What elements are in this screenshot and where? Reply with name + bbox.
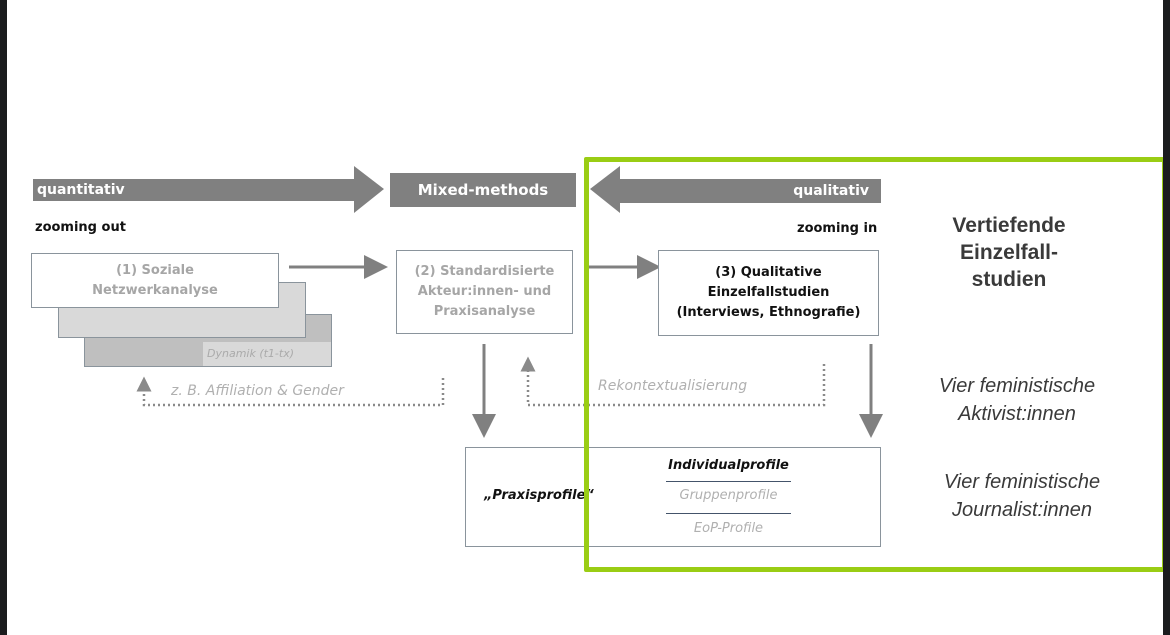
qualitativ-label: qualitativ — [793, 183, 869, 199]
group-journalists: Vier feministische Journalist:innen — [917, 468, 1127, 524]
stage2-line3: Praxisanalyse — [433, 304, 536, 319]
group-activists-line2: Aktivist:innen — [958, 403, 1076, 425]
dynamics-label: Dynamik (t1-tx) — [203, 342, 331, 366]
connectors-layer — [136, 166, 883, 438]
stage2-box: (2) Standardisierte Akteur:innen- und Pr… — [396, 250, 573, 334]
highlight-heading-line3: studien — [971, 268, 1047, 291]
group-activists: Vier feministische Aktivist:innen — [912, 372, 1122, 428]
profiles-title: „Praxisprofile“ — [484, 488, 594, 503]
group-journalists-line1: Vier feministische — [943, 471, 1101, 493]
stage1-subtitle: Netzwerkanalyse — [92, 282, 218, 298]
quantitativ-band: quantitativ — [33, 179, 355, 201]
quantitativ-arrow-head — [354, 166, 384, 213]
zooming-in-label: zooming in — [797, 221, 878, 236]
stage3-line3: (Interviews, Ethnografie) — [676, 305, 861, 320]
zooming-out-label: zooming out — [35, 220, 126, 235]
highlight-heading: Vertiefende Einzelfall- studien — [907, 212, 1111, 293]
profile-divider-2 — [666, 513, 791, 514]
highlight-heading-line1: Vertiefende — [952, 214, 1066, 237]
profile-item-eop: EoP-Profile — [693, 521, 764, 536]
qualitativ-arrow-head — [590, 166, 620, 213]
stage1-title: (1) Soziale — [116, 262, 194, 278]
feedback-right-label: Rekontextualisierung — [598, 378, 748, 394]
profile-item-group: Gruppenprofile — [679, 488, 778, 503]
group-activists-line1: Vier feministische — [938, 375, 1096, 397]
highlight-heading-line2: Einzelfall- — [959, 241, 1059, 264]
stage2-line2: Akteur:innen- und — [417, 284, 552, 299]
profile-item-individual: Individualprofile — [668, 458, 789, 473]
quantitativ-label: quantitativ — [37, 182, 125, 198]
profile-divider-1 — [666, 481, 791, 482]
stage3-line1: (3) Qualitative — [715, 265, 822, 280]
stage3-box: (3) Qualitative Einzelfallstudien (Inter… — [658, 250, 879, 336]
qualitativ-band: qualitativ — [619, 179, 881, 203]
stage2-line1: (2) Standardisierte — [414, 264, 555, 279]
feedback-loop-left — [136, 376, 445, 407]
stage3-line2: Einzelfallstudien — [707, 285, 830, 300]
mixed-methods-band: Mixed-methods — [390, 173, 576, 207]
mixed-methods-label: Mixed-methods — [417, 181, 549, 199]
feedback-left-label: z. B. Affiliation & Gender — [171, 383, 344, 399]
feedback-loop-right — [520, 356, 826, 407]
slide: quantitativ zooming out Mixed-methods qu… — [7, 0, 1163, 635]
group-journalists-line2: Journalist:innen — [951, 499, 1093, 521]
profiles-box: „Praxisprofile“ Individualprofile Gruppe… — [465, 447, 881, 547]
stage1-box: (1) Soziale Netzwerkanalyse — [31, 253, 279, 308]
qualitative-highlight-frame — [584, 157, 1163, 572]
